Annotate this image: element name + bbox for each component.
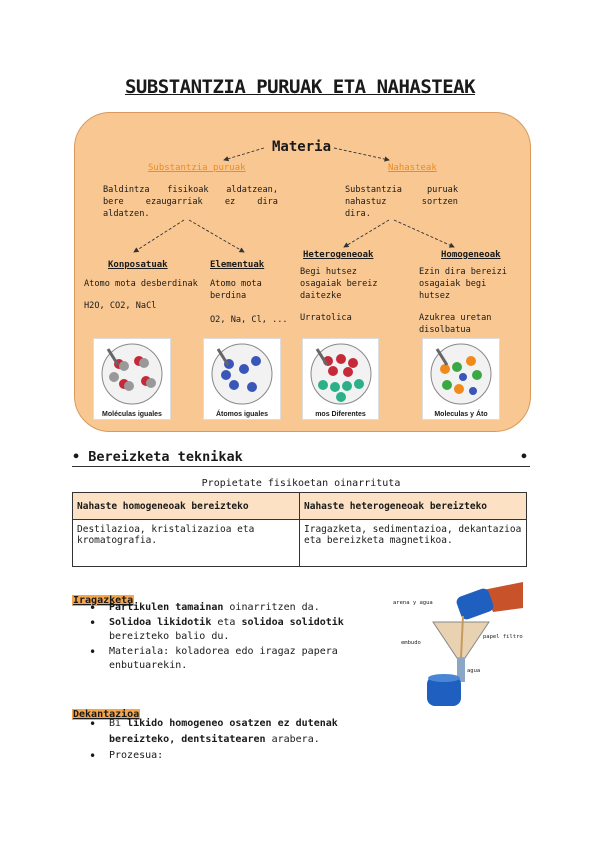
node-homogeneoak-desc: Ezin dira bereizi osagaiak begi hutsez bbox=[419, 267, 507, 301]
right-description: Substantzia puruak nahastuz sortzen dira… bbox=[345, 185, 458, 219]
page-title: SUBSTANTZIA PURUAK ETA NAHASTEAK bbox=[124, 76, 476, 98]
list-item: Prozesua: bbox=[72, 748, 362, 764]
node-konposatuak-desc: Atomo mota desberdinak bbox=[84, 279, 198, 289]
list-item: Solidoa likidotik eta solidoa solidotik … bbox=[72, 616, 362, 645]
separation-table: Nahaste homogeneoak bereizteko Nahaste h… bbox=[72, 492, 527, 567]
bullet-dot-right: • bbox=[519, 449, 528, 465]
table-header-homogeneous: Nahaste homogeneoak bereizteko bbox=[72, 492, 300, 520]
branch-substantzia-puruak: Substantzia puruak bbox=[148, 163, 246, 173]
image-atomos-iguales: Átomos iguales bbox=[203, 338, 281, 420]
figure-label-funnel: embudo bbox=[401, 640, 421, 646]
table-header-heterogeneous: Nahaste heterogeneoak bereizteko bbox=[299, 492, 527, 520]
filtration-figure: arena y agua papel filtro embudo agua bbox=[393, 578, 525, 710]
diagram-arrows bbox=[133, 147, 455, 253]
table-header-row: Nahaste homogeneoak bereizteko Nahaste h… bbox=[72, 492, 527, 520]
figure-label-bottom: agua bbox=[467, 668, 481, 674]
node-homogeneoak-example: Azukrea uretan disolbatua bbox=[419, 313, 492, 335]
list-item: Materiala: koladorea edo iragaz papera e… bbox=[72, 645, 362, 674]
node-heterogeneoak-title: Heterogeneoak bbox=[303, 250, 374, 260]
image-atomos-diferentes: mos Diferentes bbox=[302, 338, 379, 420]
figure-label-top: arena y agua bbox=[393, 600, 433, 606]
list-item: Partikulen tamainan oinarritzen da. bbox=[72, 601, 362, 616]
image-caption: mos Diferentes bbox=[315, 411, 366, 418]
table-cell: Destilazioa, kristalizazioa eta kromatog… bbox=[72, 519, 300, 567]
image-moleculas-iguales: Moléculas iguales bbox=[93, 338, 171, 420]
node-elementuak-desc: Atomo mota berdina bbox=[210, 279, 262, 301]
section-heading-text: Bereizketa teknikak bbox=[88, 449, 243, 465]
image-moleculas-y-atomos: Moleculas y Áto bbox=[422, 338, 500, 420]
iragazketa-list: Partikulen tamainan oinarritzen da. Soli… bbox=[72, 601, 362, 674]
dekantazioa-heading: Dekantazioa bbox=[72, 702, 141, 721]
image-caption: Moléculas iguales bbox=[102, 411, 162, 418]
figure-label-paper: papel filtro bbox=[483, 634, 523, 640]
image-caption: Átomos iguales bbox=[215, 411, 269, 418]
image-caption: Moleculas y Áto bbox=[434, 411, 488, 418]
root-node: Materia bbox=[272, 139, 332, 155]
left-description: Baldintza fisikoak aldatzean, bere ezaug… bbox=[103, 185, 278, 219]
node-elementuak-examples: O2, Na, Cl, ... bbox=[210, 315, 288, 325]
list-item: Bi likido homogeneo osatzen ez dutenak b… bbox=[72, 716, 362, 748]
branch-nahasteak: Nahasteak bbox=[388, 163, 437, 173]
node-konposatuak-examples: H2O, CO2, NaCl bbox=[84, 301, 157, 311]
node-konposatuak-title: Konposatuak bbox=[108, 260, 168, 270]
dekantazioa-heading-text: Dekantazioa bbox=[72, 709, 141, 720]
node-elementuak-title: Elementuak bbox=[210, 260, 265, 270]
section-heading: • Bereizketa teknikak • bbox=[72, 449, 530, 467]
node-homogeneoak-title: Homogeneoak bbox=[441, 250, 501, 260]
table-row: Destilazioa, kristalizazioa eta kromatog… bbox=[72, 519, 527, 567]
table-cell: Iragazketa, sedimentazioa, dekantazioa e… bbox=[299, 519, 527, 567]
bullet-dot: • bbox=[72, 449, 81, 465]
table-caption: Propietate fisikoetan oinarrituta bbox=[201, 478, 401, 489]
node-heterogeneoak-desc: Begi hutsez osagaiak bereiz daitezke bbox=[300, 267, 378, 301]
dekantazioa-list: Bi likido homogeneo osatzen ez dutenak b… bbox=[72, 716, 362, 764]
node-heterogeneoak-example: Urratolica bbox=[300, 313, 352, 323]
